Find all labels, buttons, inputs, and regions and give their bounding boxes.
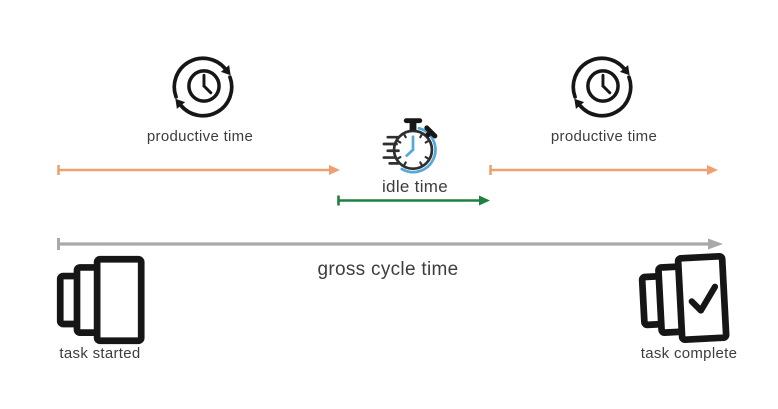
- task-complete-label: task complete: [640, 345, 738, 362]
- cycle-clock-icon: [571, 56, 633, 118]
- stopwatch-icon: [382, 118, 438, 174]
- productive-right-arrow: [489, 165, 718, 175]
- gross-cycle-arrow: [57, 238, 723, 250]
- gross-cycle-time-label: gross cycle time: [317, 259, 459, 280]
- productive-left-arrow: [57, 165, 340, 175]
- stacked-tasks-check-icon: [638, 252, 730, 344]
- productive-time-right-label: productive time: [550, 128, 658, 145]
- productive-time-left-label: productive time: [146, 128, 254, 145]
- cycle-clock-icon: [172, 56, 234, 118]
- idle-time-label: idle time: [381, 177, 448, 196]
- stacked-tasks-icon: [56, 255, 145, 345]
- task-started-label: task started: [59, 345, 141, 362]
- idle-arrow: [337, 195, 490, 206]
